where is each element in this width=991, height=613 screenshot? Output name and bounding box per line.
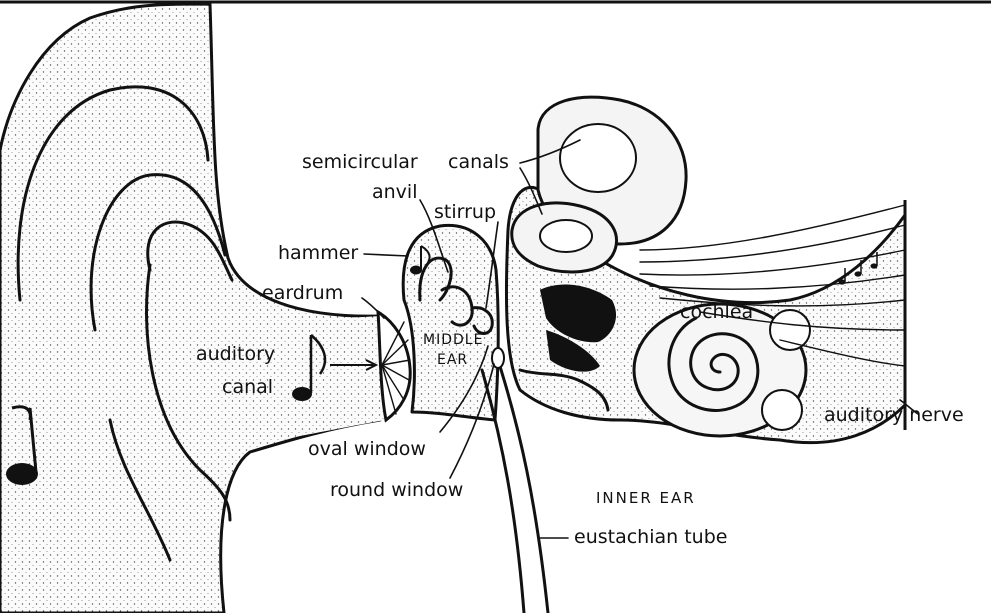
label-stirrup: stirrup [434, 203, 496, 222]
label-semicircular: semicircular [302, 153, 418, 172]
label-middle: MIDDLE [423, 333, 483, 347]
leader-hammer [364, 254, 408, 256]
semicircular-canal-loop-b [540, 220, 592, 252]
semicircular-canal-loop-a [560, 124, 636, 192]
auditory-canal-shape [200, 300, 385, 448]
label-ear: EAR [437, 353, 468, 367]
label-anvil: anvil [372, 183, 418, 202]
label-auditory: auditory [196, 345, 275, 364]
outer-ear-pinna [0, 4, 380, 613]
cochlea-cross-section-upper [770, 310, 810, 350]
label-cochlea: cochlea [680, 303, 753, 322]
label-inner-ear: INNER EAR [596, 491, 696, 506]
cochlea-cross-section-lower [762, 390, 802, 430]
label-eustachian-tube: eustachian tube [574, 528, 727, 547]
label-oval-window: oval window [308, 440, 426, 459]
label-hammer: hammer [278, 244, 358, 263]
label-eardrum: eardrum [262, 284, 343, 303]
label-auditory-nerve: auditory nerve [824, 406, 964, 425]
label-canal: canal [222, 378, 273, 397]
label-canals: canals [448, 153, 509, 172]
label-round-window: round window [330, 481, 463, 500]
